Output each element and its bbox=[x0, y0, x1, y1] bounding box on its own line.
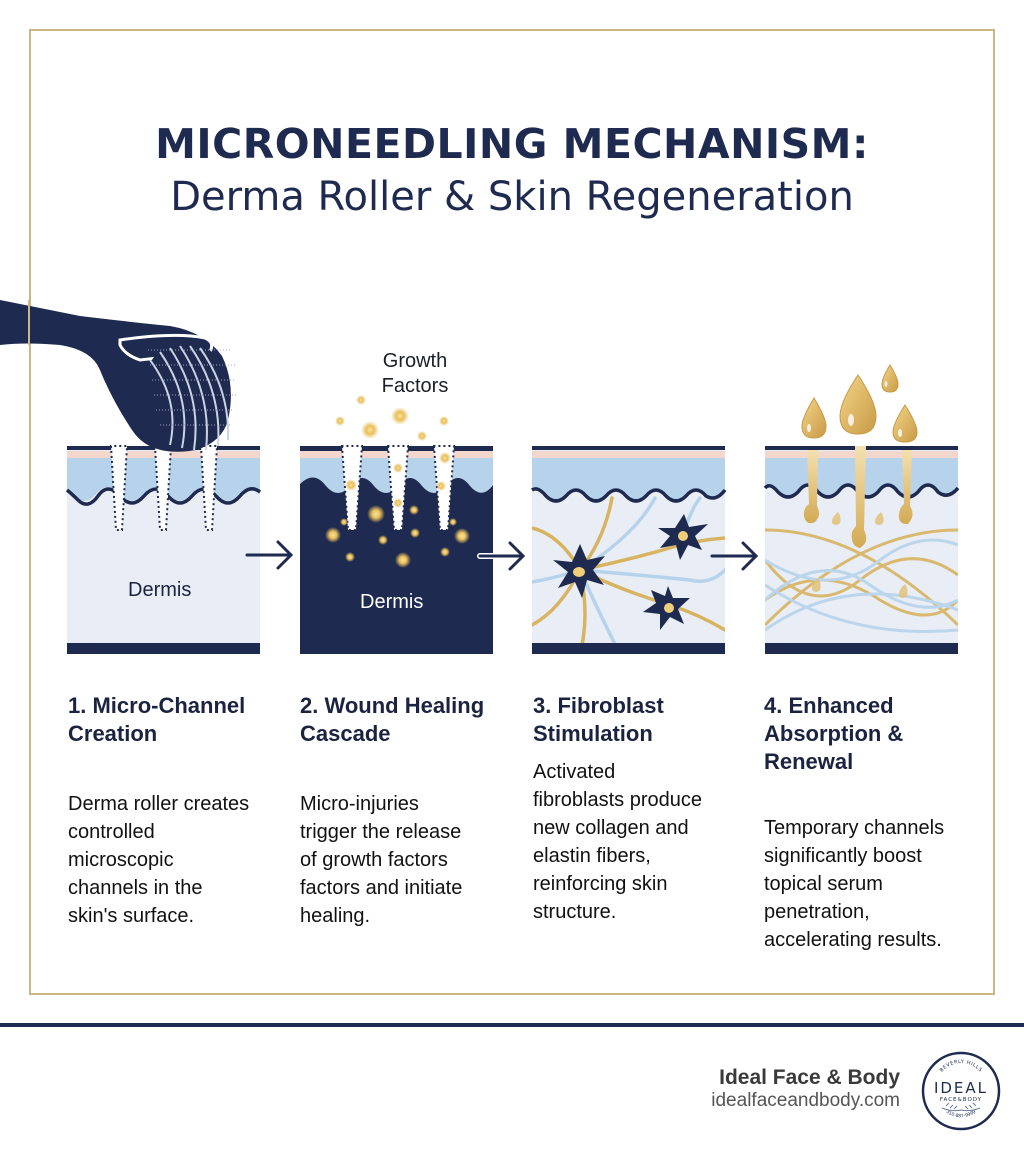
step-3-title: 3. Fibroblast Stimulation bbox=[533, 693, 664, 746]
brand-name: Ideal Face & Body bbox=[719, 1066, 900, 1089]
svg-text:FACE&BODY: FACE&BODY bbox=[940, 1097, 982, 1103]
step-4-title: 4. Enhanced Absorption & Renewal bbox=[764, 693, 904, 774]
step-2-description: Micro-injuries trigger the release of gr… bbox=[300, 793, 463, 927]
brand-logo: BEVERLY HILLS IDEAL FACE&BODY 310-887-99… bbox=[920, 1050, 1002, 1132]
step-1-title: 1. Micro-Channel Creation bbox=[68, 693, 246, 746]
page-subtitle: Derma Roller & Skin Regeneration bbox=[170, 174, 854, 220]
step-1-description: Derma roller creates controlled microsco… bbox=[68, 793, 250, 927]
step-3-description: Activated fibroblasts produce new collag… bbox=[533, 761, 702, 923]
brand-url-link[interactable]: idealfaceandbody.com bbox=[711, 1090, 900, 1111]
page-title: MICRONEEDLING MECHANISM: bbox=[155, 120, 869, 168]
step-3: 3. Fibroblast Stimulation Activated fibr… bbox=[533, 692, 743, 926]
step-2-title: 2. Wound Healing Cascade bbox=[300, 693, 485, 746]
step-4-description: Temporary channels significantly boost t… bbox=[764, 817, 945, 951]
svg-text:IDEAL: IDEAL bbox=[934, 1079, 988, 1097]
step-1: 1. Micro-Channel Creation Derma roller c… bbox=[68, 692, 278, 930]
step-4: 4. Enhanced Absorption & Renewal Tempora… bbox=[764, 692, 974, 954]
footer-divider bbox=[0, 1023, 1024, 1027]
step-2: 2. Wound Healing Cascade Micro-injuries … bbox=[300, 692, 510, 930]
